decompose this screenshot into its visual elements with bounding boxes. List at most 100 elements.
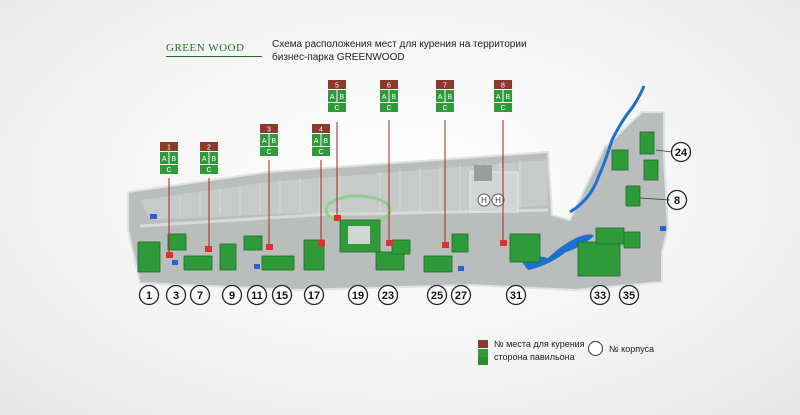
spot-number-box	[380, 80, 398, 89]
marker-1	[166, 252, 173, 258]
title-line-2: бизнес-парка GREENWOOD	[272, 52, 405, 63]
building-label-23: 23	[377, 284, 399, 306]
building-9	[219, 243, 237, 271]
side-a-label: A	[438, 94, 443, 101]
side-a-box	[328, 90, 337, 102]
building-circle	[505, 284, 527, 306]
building-circle	[138, 284, 160, 306]
parking-roof	[474, 165, 492, 181]
side-a-label: A	[382, 94, 387, 101]
side-b-box	[389, 90, 398, 102]
building-24b	[643, 159, 659, 181]
building-number: 25	[431, 290, 443, 302]
building-circle	[450, 284, 472, 306]
legend-building-label: № корпуса	[609, 343, 654, 354]
spot-number-box	[200, 142, 218, 151]
building-circle	[618, 284, 640, 306]
side-c-label: C	[318, 149, 323, 156]
marker-7	[442, 242, 449, 248]
side-a-box	[436, 90, 445, 102]
side-b-label: B	[505, 94, 510, 101]
parking-h-left-label: H	[481, 196, 487, 205]
side-c-box	[312, 147, 330, 156]
building-25	[423, 255, 453, 273]
smoking-markers	[166, 215, 507, 258]
legend-building: № корпуса	[588, 341, 654, 356]
spot-number: 2	[207, 145, 211, 152]
building-8	[625, 185, 641, 207]
building-number: 11	[251, 290, 263, 302]
building-31	[509, 233, 541, 263]
marker-5	[334, 215, 341, 221]
side-c-box	[260, 147, 278, 156]
legend-side: сторона павильона	[478, 349, 575, 365]
building-label-9: 9	[221, 284, 243, 306]
building-label-35: 35	[618, 284, 640, 306]
building-number: 23	[382, 290, 394, 302]
building-label-24: 24	[670, 141, 692, 163]
building-number: 7	[197, 290, 203, 302]
parking-h-left	[477, 193, 491, 207]
side-b-label: B	[391, 94, 396, 101]
side-a-label: A	[314, 138, 319, 145]
leader-lines	[168, 120, 504, 252]
parking-stripes	[179, 160, 521, 215]
building-23b	[391, 239, 411, 255]
building-number: 9	[229, 290, 235, 302]
building-35	[623, 231, 641, 249]
building-number: 15	[276, 290, 288, 302]
marker-2	[205, 246, 212, 252]
building-number: 8	[674, 195, 680, 207]
title-line-1: Схема расположения мест для курения на т…	[272, 39, 527, 50]
building-label-3: 3	[165, 284, 187, 306]
spot-number-box	[260, 124, 278, 133]
central-road	[139, 208, 549, 228]
side-c-label: C	[334, 105, 339, 112]
side-a-box	[200, 152, 209, 164]
side-a-label: A	[262, 138, 267, 145]
building-label-25: 25	[426, 284, 448, 306]
marker-6	[386, 240, 393, 246]
building-11	[243, 235, 263, 251]
legend-side-label: сторона павильона	[494, 352, 575, 362]
building-27	[451, 233, 469, 253]
side-b-box	[209, 152, 218, 164]
side-b-label: B	[339, 94, 344, 101]
side-a-box	[260, 134, 269, 146]
spot-number: 1	[167, 145, 171, 152]
building-circle	[246, 284, 268, 306]
legend-building-swatch	[588, 341, 603, 356]
spot-number: 5	[335, 83, 339, 90]
side-b-box	[169, 152, 178, 164]
spot-number-box	[328, 80, 346, 89]
building-label-19: 19	[347, 284, 369, 306]
spot-number: 8	[501, 83, 505, 90]
building-17	[303, 239, 325, 271]
marker-4	[318, 240, 325, 246]
side-c-box	[494, 103, 512, 112]
side-b-label: B	[271, 138, 276, 145]
logo-text: GREEN WOOD	[166, 42, 245, 54]
building-label-1: 1	[138, 284, 160, 306]
building-number: 17	[308, 290, 320, 302]
side-a-box	[380, 90, 389, 102]
building-number: 3	[173, 290, 179, 302]
side-a-box	[160, 152, 169, 164]
building-circle	[426, 284, 448, 306]
building-number: 24	[675, 147, 688, 159]
building-1	[137, 241, 161, 273]
side-a-label: A	[496, 94, 501, 101]
side-c-label: C	[266, 149, 271, 156]
side-c-label: C	[442, 105, 447, 112]
building-label-31: 31	[505, 284, 527, 306]
building-23	[375, 251, 405, 271]
building-circle	[303, 284, 325, 306]
building-19-court	[348, 226, 370, 244]
